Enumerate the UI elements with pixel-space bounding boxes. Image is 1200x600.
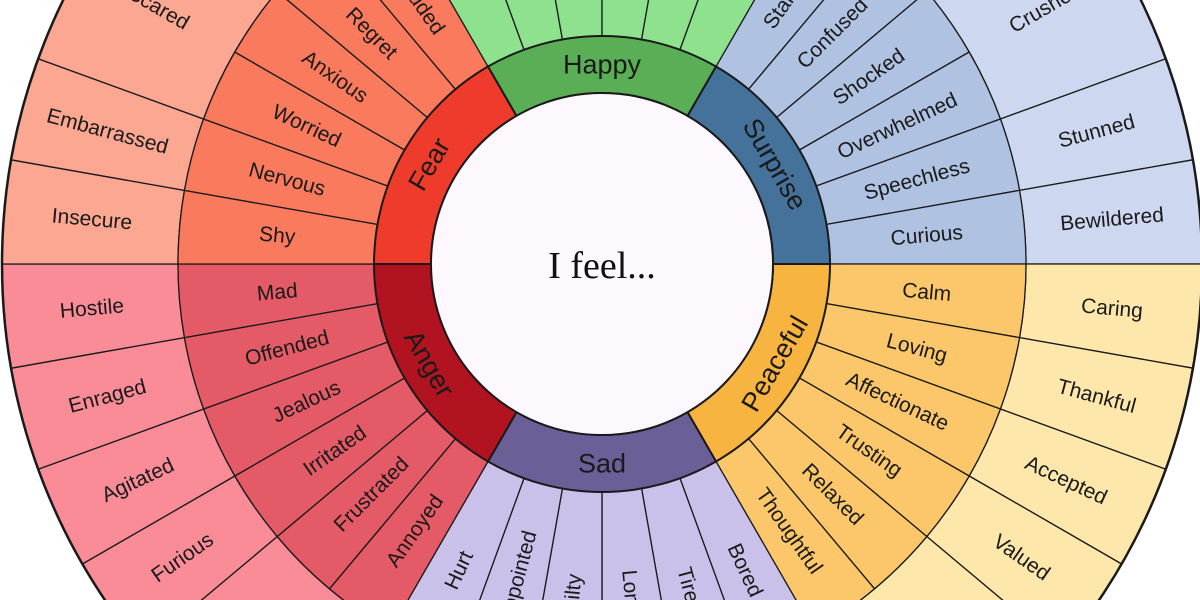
secondary-label-shy: Shy [258,223,297,249]
secondary-ring: StartledConfusedShockedOverwhelmedSpeech… [177,0,1027,600]
outer-cell-hateful[interactable] [142,535,390,600]
secondary-label-calm: Calm [901,279,952,306]
secondary-label-lonely: Lonely [617,569,645,600]
core-label-happy: Happy [563,50,642,80]
outer-label-caring: Caring [1080,294,1144,322]
center-circle [430,92,774,436]
outer-label-hostile: Hostile [59,294,125,323]
secondary-label-guilty: Guilty [559,572,587,600]
secondary-label-mad: Mad [256,279,299,305]
center-label: I feel... [548,245,656,287]
core-label-sad: Sad [578,449,626,479]
